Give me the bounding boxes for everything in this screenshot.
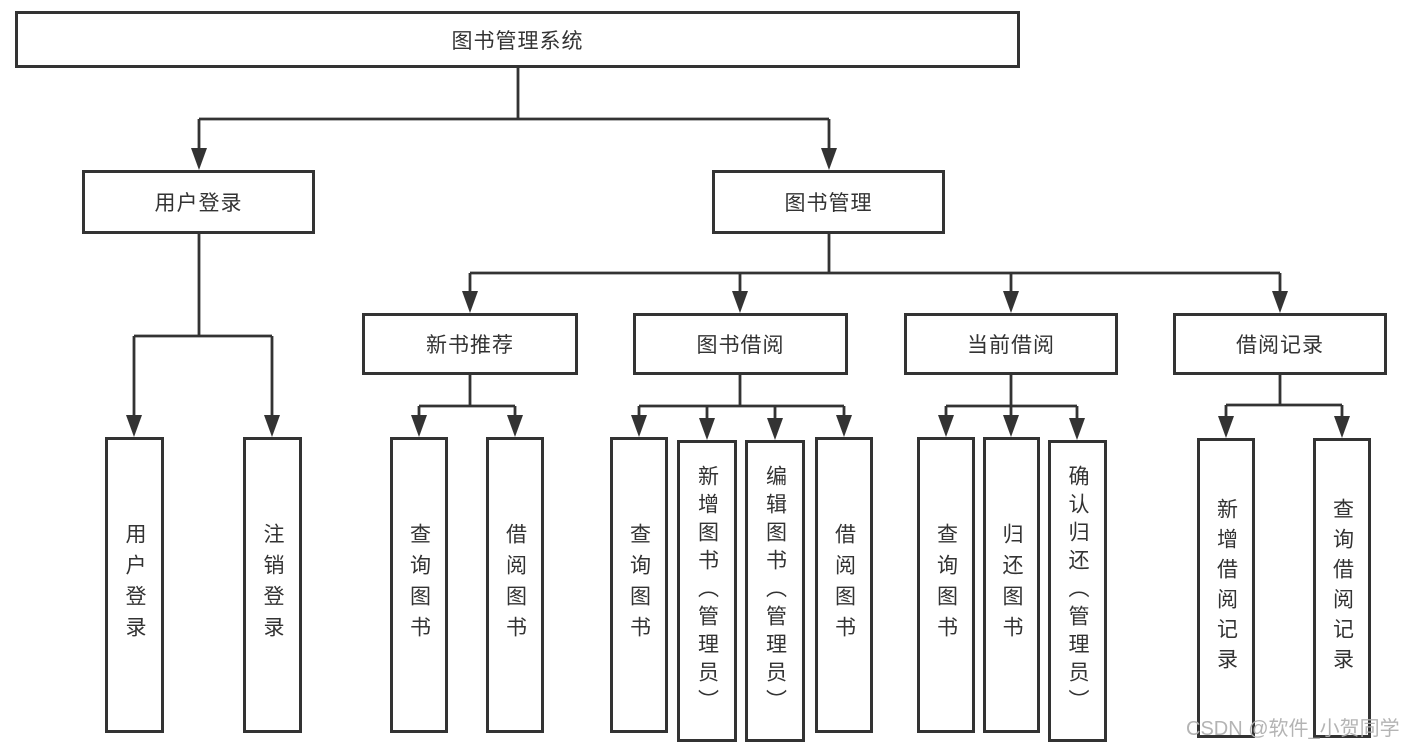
- leaf-user-login-label: 用户登录: [123, 523, 146, 647]
- node-new-book-rec-label: 新书推荐: [426, 334, 514, 357]
- leaf-nbr-borrow-books-label: 借阅图书: [503, 523, 527, 647]
- leaf-logout-label: 注销登录: [261, 523, 284, 647]
- node-book-mgmt-label: 图书管理: [784, 192, 873, 215]
- node-user-login: 用户登录: [82, 170, 315, 234]
- leaf-cb-query-books: 查询图书: [917, 437, 975, 733]
- node-book-borrow: 图书借阅: [633, 313, 848, 375]
- leaf-cb-return-books: 归还图书: [983, 437, 1040, 733]
- leaf-nbr-borrow-books: 借阅图书: [486, 437, 544, 733]
- leaf-bb-borrow-books-label: 借阅图书: [832, 523, 856, 647]
- node-book-borrow-label: 图书借阅: [696, 334, 785, 357]
- leaf-logout: 注销登录: [243, 437, 302, 733]
- leaf-nbr-query-books: 查询图书: [390, 437, 448, 733]
- node-new-book-rec: 新书推荐: [362, 313, 578, 375]
- leaf-cb-confirm-return-admin-label: 确认归还（管理员）: [1066, 465, 1089, 717]
- node-book-mgmt: 图书管理: [712, 170, 945, 234]
- node-borrow-record: 借阅记录: [1173, 313, 1387, 375]
- leaf-cb-return-books-label: 归还图书: [1000, 523, 1023, 647]
- node-borrow-record-label: 借阅记录: [1236, 334, 1324, 357]
- node-current-borrow-label: 当前借阅: [967, 334, 1055, 357]
- leaf-br-add-record-label: 新增借阅记录: [1214, 498, 1238, 678]
- leaf-cb-confirm-return-admin: 确认归还（管理员）: [1048, 440, 1107, 742]
- leaf-bb-query-books-label: 查询图书: [627, 523, 651, 647]
- leaf-bb-add-books-admin: 新增图书（管理员）: [677, 440, 737, 742]
- leaf-bb-borrow-books: 借阅图书: [815, 437, 873, 733]
- leaf-bb-edit-books-admin-label: 编辑图书（管理员）: [763, 465, 787, 717]
- node-root-label: 图书管理系统: [451, 29, 584, 53]
- leaf-nbr-query-books-label: 查询图书: [407, 523, 431, 647]
- leaf-br-add-record: 新增借阅记录: [1197, 438, 1255, 738]
- leaf-cb-query-books-label: 查询图书: [934, 523, 958, 647]
- leaf-br-query-record: 查询借阅记录: [1313, 438, 1371, 738]
- node-user-login-label: 用户登录: [154, 192, 243, 215]
- leaf-bb-query-books: 查询图书: [610, 437, 668, 733]
- node-current-borrow: 当前借阅: [904, 313, 1118, 375]
- leaf-br-query-record-label: 查询借阅记录: [1330, 498, 1354, 678]
- leaf-bb-add-books-admin-label: 新增图书（管理员）: [695, 465, 719, 717]
- leaf-user-login: 用户登录: [105, 437, 164, 733]
- leaf-bb-edit-books-admin: 编辑图书（管理员）: [745, 440, 805, 742]
- node-root: 图书管理系统: [15, 11, 1020, 68]
